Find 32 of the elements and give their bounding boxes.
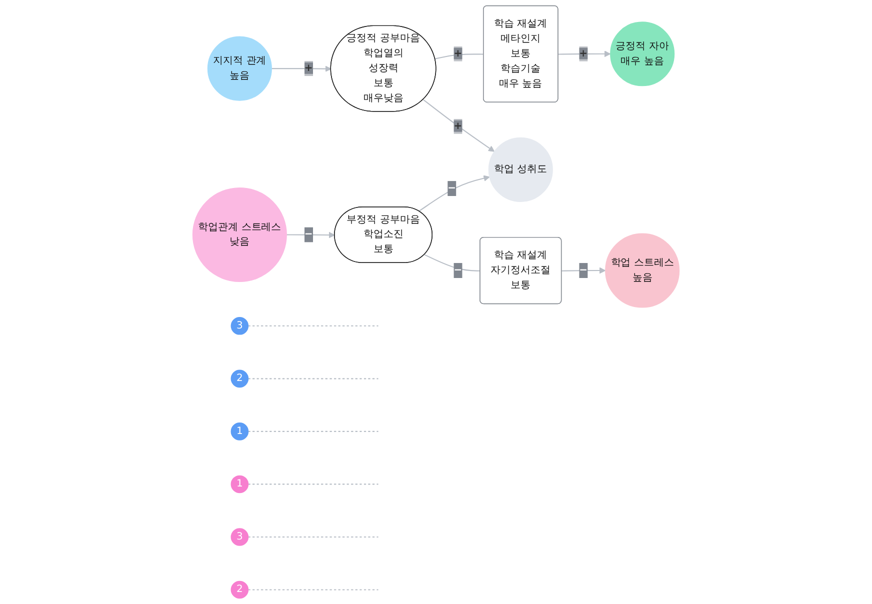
node-circle: 3 xyxy=(230,317,249,335)
connector xyxy=(248,378,378,380)
node-circle: 학업 성취도 xyxy=(488,137,553,202)
connector xyxy=(248,484,378,485)
edge-label: + xyxy=(579,48,588,60)
edge-label: + xyxy=(304,62,313,74)
node-circle: 학업관계 스트레스 낮음 xyxy=(192,187,287,282)
connector xyxy=(248,325,378,326)
node-circle: 학업 스트레스 높음 xyxy=(605,233,680,308)
node-circle: 지지적 관계 높음 xyxy=(207,36,272,101)
connector xyxy=(248,430,378,432)
edge-label: − xyxy=(579,264,588,276)
edge-label: − xyxy=(304,228,313,240)
node-circle: 1 xyxy=(230,422,249,440)
connector xyxy=(248,536,378,538)
connector xyxy=(424,254,480,272)
edge-label: + xyxy=(454,48,462,60)
arrow xyxy=(562,267,606,274)
node-circle: 3 xyxy=(230,528,249,546)
node-circle: 2 xyxy=(230,370,249,388)
node-circle: 1 xyxy=(230,475,249,494)
connector xyxy=(434,54,484,60)
arrow xyxy=(418,175,490,212)
edge-label: − xyxy=(448,182,456,194)
connector xyxy=(248,589,378,590)
arrow xyxy=(422,99,495,152)
arrow xyxy=(272,66,332,72)
edge-label: + xyxy=(454,120,462,132)
arrow xyxy=(286,232,336,238)
node-circle: 긍정적 자아 매우 높음 xyxy=(610,22,675,86)
edge-label: − xyxy=(454,264,462,276)
node-circle: 2 xyxy=(230,580,249,599)
